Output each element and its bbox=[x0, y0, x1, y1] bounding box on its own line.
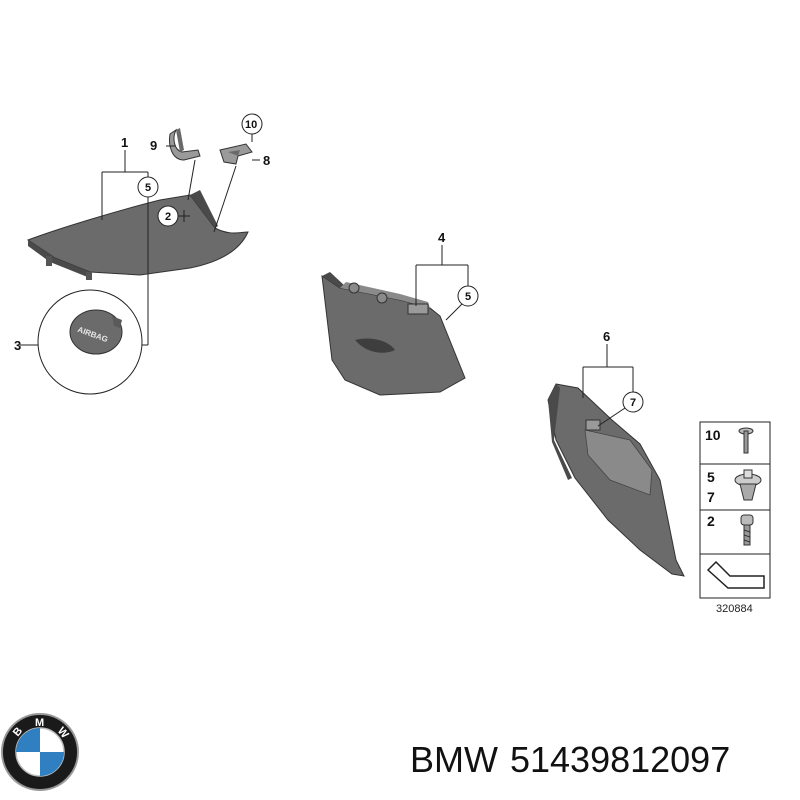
fastener-legend: 10 5 7 2 bbox=[699, 421, 771, 599]
part-6-side-trim bbox=[547, 383, 685, 577]
part-caption: BMW 51439812097 bbox=[410, 735, 790, 785]
callout-10-circle bbox=[241, 113, 263, 135]
callout-5-circle-b bbox=[457, 285, 479, 307]
legend-num-5: 5 bbox=[707, 469, 715, 485]
bmw-logo: B M W bbox=[1, 713, 79, 791]
callout-10: 10 bbox=[245, 119, 257, 131]
part-3-airbag-badge: AIRBAG bbox=[37, 289, 143, 395]
callout-4: 4 bbox=[438, 230, 446, 245]
callout-6: 6 bbox=[603, 329, 610, 344]
callout-5b: 5 bbox=[465, 291, 471, 303]
callout-1: 1 bbox=[121, 135, 128, 150]
part-1-trim-panel bbox=[26, 190, 249, 280]
view-direction-arrow-icon bbox=[706, 560, 765, 589]
part-9-clip bbox=[169, 128, 201, 161]
callout-7-circle bbox=[622, 391, 644, 413]
logo-letter-m: M bbox=[35, 717, 44, 729]
rivet-icon bbox=[738, 427, 754, 454]
callout-8: 8 bbox=[263, 153, 270, 168]
callout-3: 3 bbox=[14, 338, 21, 353]
legend-num-7: 7 bbox=[707, 489, 715, 505]
part-4-trim bbox=[321, 272, 466, 396]
callout-2-circle bbox=[157, 205, 179, 227]
brand-name: BMW bbox=[410, 739, 498, 780]
part-8-bracket bbox=[219, 143, 253, 165]
part-number: 51439812097 bbox=[509, 739, 731, 780]
diagram-reference-number: 320884 bbox=[716, 603, 753, 615]
screw-icon bbox=[740, 514, 754, 546]
callout-9: 9 bbox=[150, 138, 157, 153]
callout-5-circle-a bbox=[137, 176, 159, 198]
legend-num-2: 2 bbox=[707, 513, 715, 529]
expanding-clip-icon bbox=[734, 469, 762, 501]
callout-7: 7 bbox=[630, 397, 636, 409]
legend-num-10: 10 bbox=[705, 427, 721, 443]
callout-5a: 5 bbox=[145, 182, 151, 194]
callout-2: 2 bbox=[165, 211, 171, 223]
